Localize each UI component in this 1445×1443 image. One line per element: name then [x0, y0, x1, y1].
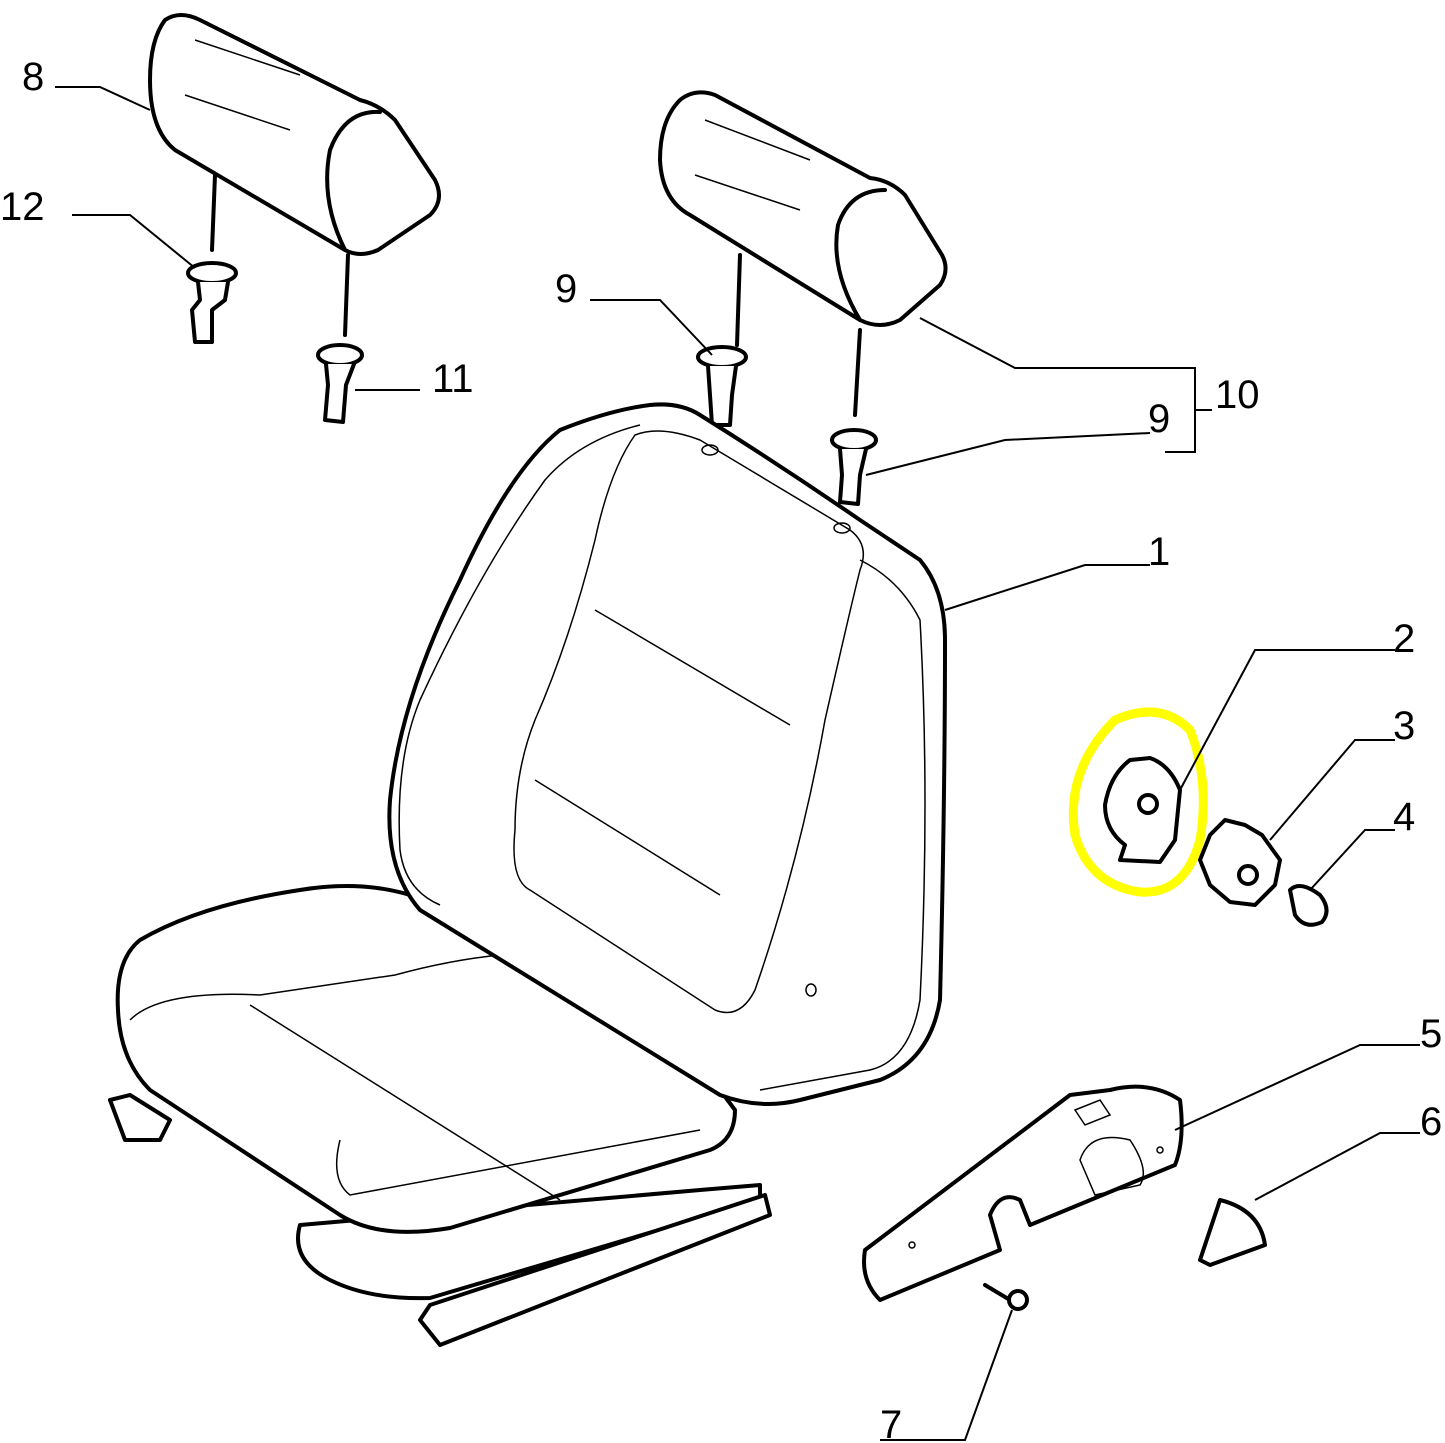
- callout-5: 5: [1420, 1012, 1442, 1056]
- headrest-right: [658, 90, 948, 417]
- callout-4: 4: [1393, 795, 1415, 839]
- part-6-plug: [1198, 1198, 1267, 1267]
- seat-assembly: [108, 402, 947, 1347]
- part-2-recliner-bracket: [1103, 756, 1182, 864]
- callout-7: 7: [880, 1403, 902, 1443]
- headrest-guide-12: [186, 261, 238, 344]
- headrest-guide-9b: [830, 428, 878, 506]
- callout-11: 11: [432, 357, 474, 401]
- callout-1: 1: [1148, 530, 1170, 574]
- part-5-side-panel: [862, 1084, 1184, 1302]
- callout-2: 2: [1393, 617, 1415, 661]
- callout-9-right: 9: [1148, 397, 1170, 441]
- callout-10: 10: [1215, 373, 1260, 417]
- part-7-screw: [983, 1283, 1029, 1311]
- callout-3: 3: [1393, 704, 1415, 748]
- part-4-cap: [1288, 884, 1329, 927]
- headrest-guide-9a: [696, 345, 748, 427]
- callout-8: 8: [22, 55, 44, 99]
- headrest-guide-11: [316, 343, 364, 424]
- callout-12: 12: [0, 185, 45, 229]
- highlight-ring: [1068, 707, 1208, 897]
- part-3-knob: [1198, 818, 1282, 907]
- leader-lines: [55, 86, 1420, 1441]
- callout-6: 6: [1420, 1100, 1442, 1144]
- callout-9: 9: [555, 267, 577, 311]
- headrest-left: [148, 13, 441, 337]
